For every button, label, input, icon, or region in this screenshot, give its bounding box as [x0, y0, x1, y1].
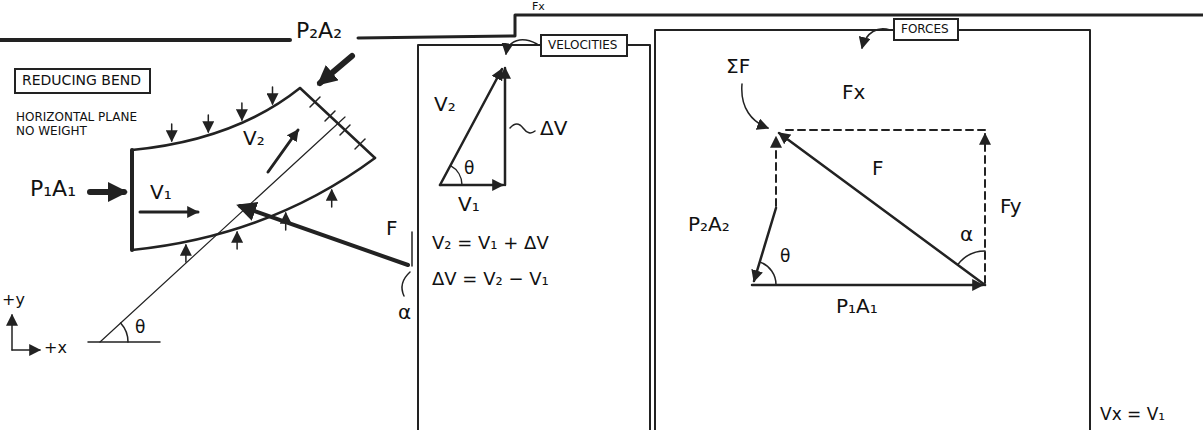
- note-text: HORIZONTAL PLANE NO WEIGHT: [16, 110, 156, 139]
- box-text: REDUCING BEND: [22, 72, 143, 90]
- panel-border: [418, 45, 650, 430]
- pressure-arrow: [241, 103, 243, 120]
- angle-label: θ: [464, 158, 474, 178]
- velocity-label: V₁: [458, 192, 480, 216]
- axis-arrow: [12, 349, 40, 351]
- angle-label: α: [398, 300, 411, 324]
- force-label: P₁A₁: [836, 294, 878, 318]
- force-label: Fy: [1000, 194, 1022, 218]
- heading-box: VELOCITIES: [540, 34, 628, 57]
- reference-line: [411, 232, 413, 266]
- velocity-label: ΔV: [540, 116, 567, 140]
- pointer-arrow: [862, 29, 890, 48]
- axis-label: +x: [44, 338, 67, 357]
- pressure-arrow: [236, 232, 238, 249]
- pointer-arrow: [506, 40, 537, 54]
- force-label: F: [872, 156, 884, 180]
- tick: [310, 97, 320, 107]
- heading-box: FORCES: [893, 18, 959, 41]
- equation: ΔV = V₂ − V₁: [432, 268, 549, 290]
- velocity-arrow: [268, 130, 298, 172]
- force-label: P₁A₁: [30, 176, 76, 202]
- component-arrow: [775, 137, 777, 206]
- velocity-arrow: [440, 184, 503, 187]
- angle-arc: [958, 251, 985, 265]
- pressure-arrow: [171, 124, 173, 141]
- force-label: P₂A₂: [296, 18, 342, 44]
- force-label: P₂A₂: [688, 212, 730, 236]
- heading-box: REDUCING BEND: [14, 68, 151, 94]
- pressure-arrow: [331, 190, 333, 207]
- velocity-arrow: [440, 69, 502, 185]
- velocity-arrow: [140, 211, 198, 214]
- force-arrow: [90, 189, 124, 195]
- leader-line: [742, 84, 768, 128]
- frame-line: [1089, 395, 1091, 430]
- axis-arrow: [11, 315, 13, 350]
- frame-line: [358, 15, 1203, 38]
- force-arrow: [320, 56, 352, 83]
- equation: V₂ = V₁ + ΔV: [432, 232, 549, 254]
- inlet-section: [130, 150, 134, 250]
- bend-wall: [132, 158, 375, 250]
- angle-label: α: [960, 222, 973, 246]
- tick: [325, 111, 335, 121]
- component-arrow: [984, 134, 986, 283]
- angle-label: θ: [780, 246, 790, 266]
- force-arrow: [752, 284, 983, 287]
- pressure-arrow: [185, 245, 187, 262]
- panel-border: [655, 30, 1090, 430]
- pressure-arrows: [172, 87, 332, 262]
- angle-arc: [451, 166, 463, 185]
- equation-fragment: Fx: [532, 0, 545, 13]
- box-text: FORCES: [901, 22, 951, 37]
- equation-fragment: Vx = V₁: [1100, 404, 1165, 424]
- bend-wall: [132, 88, 300, 150]
- velocity-arrow: [504, 68, 507, 185]
- force-label: F: [386, 216, 398, 240]
- angle-arc: [760, 262, 776, 285]
- velocity-label: V₂: [434, 92, 456, 116]
- pressure-arrow: [208, 115, 210, 132]
- force-arrow: [779, 133, 985, 285]
- box-text: VELOCITIES: [548, 38, 620, 53]
- axis-label: +y: [2, 290, 25, 309]
- force-arrow: [240, 206, 408, 265]
- leader-line: [510, 124, 535, 133]
- component-line: [782, 129, 985, 131]
- force-arrow: [754, 208, 776, 281]
- tick: [340, 125, 350, 135]
- velocity-label: V₁: [150, 180, 172, 204]
- velocity-label: V₂: [243, 126, 265, 150]
- reference-line: [88, 341, 160, 343]
- frame-line: [0, 38, 290, 42]
- force-label: ΣF: [726, 54, 750, 78]
- tick: [355, 139, 365, 149]
- angle-arc: [121, 323, 128, 342]
- pressure-arrow: [272, 87, 274, 104]
- angle-label: θ: [135, 317, 145, 337]
- force-label: Fx: [842, 80, 865, 104]
- leader-line: [402, 272, 410, 296]
